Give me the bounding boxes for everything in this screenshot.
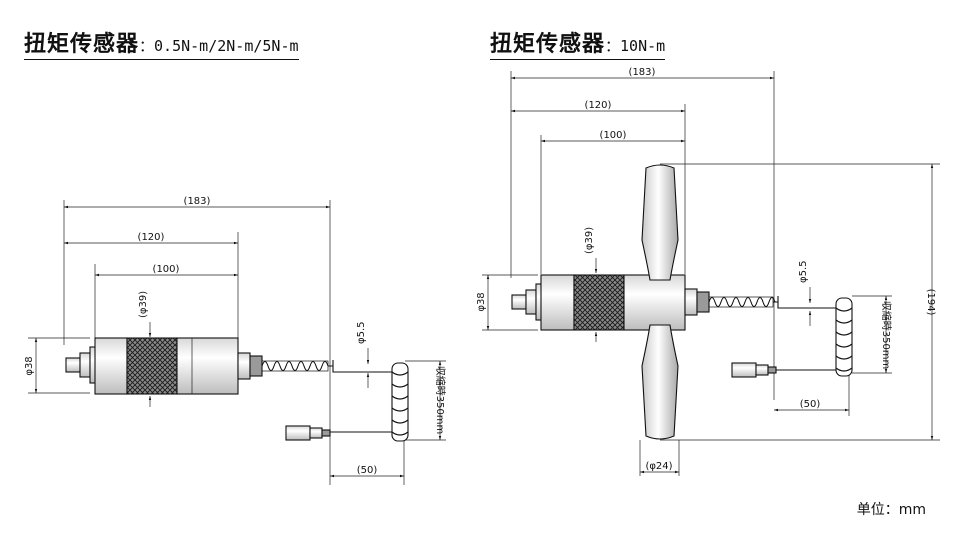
title-right-name: 扭矩传感器: [490, 32, 606, 57]
right-dim-183: (183): [629, 67, 656, 78]
right-dim-100: (100): [600, 130, 627, 141]
title-right-spec: ：10N-m: [605, 37, 666, 55]
left-dim-50: (50): [357, 465, 378, 476]
right-dim-194: (194): [925, 289, 936, 316]
right-dim-phi39: (φ39): [584, 227, 595, 254]
right-dim-phi24: (φ24): [645, 461, 672, 472]
title-left: 扭矩传感器：0.5N-m/2N-m/5N-m: [24, 26, 299, 60]
right-dim-phi38: φ38: [476, 292, 487, 311]
left-dim-100: (100): [153, 264, 180, 275]
left-dim-phi38: φ38: [24, 356, 35, 375]
title-left-name: 扭矩传感器: [24, 32, 140, 57]
title-left-spec: ：0.5N-m/2N-m/5N-m: [139, 37, 299, 55]
left-dim-350: 収縮時350mm: [434, 366, 447, 435]
left-dim-phi5-5: φ5.5: [356, 322, 367, 345]
right-dim-50: (50): [800, 399, 821, 410]
title-right: 扭矩传感器：10N-m: [490, 26, 666, 60]
right-drawing: (183) (120) (100) (φ39) φ38 φ5.5 収縮時350m…: [476, 67, 940, 476]
left-drawing: (183) (120) (100) (φ39) φ38 φ5.5 収縮時350m…: [24, 196, 447, 485]
unit-note: 单位：mm: [856, 502, 926, 518]
left-dim-183: (183): [184, 196, 211, 207]
right-dim-120: (120): [585, 100, 612, 111]
left-dim-phi39: (φ39): [138, 291, 149, 318]
left-dim-120: (120): [138, 232, 165, 243]
right-dim-350: 収縮時350mm: [880, 301, 893, 370]
right-dim-phi5-5: φ5.5: [798, 261, 809, 284]
